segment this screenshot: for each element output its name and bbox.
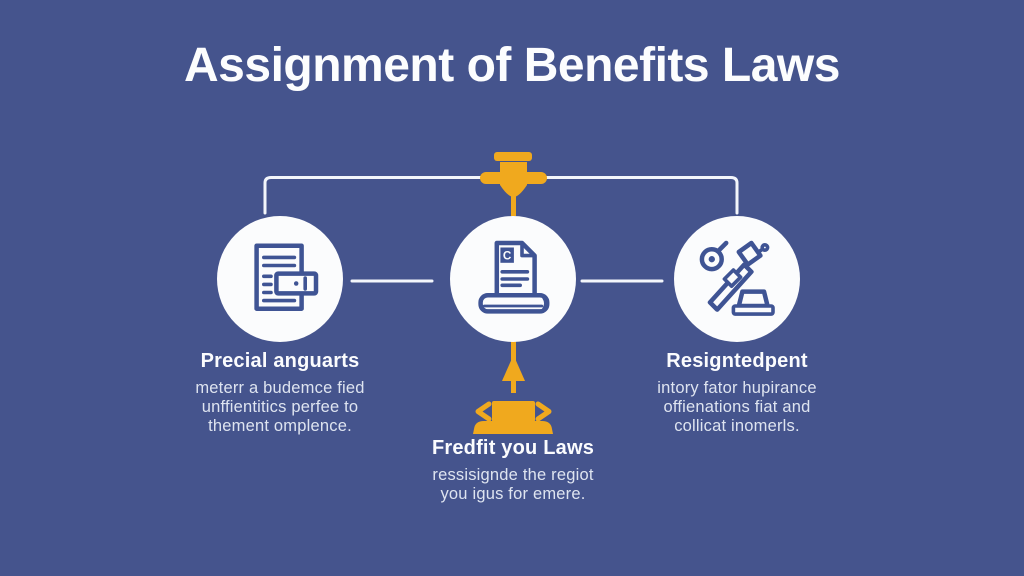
node-heading: Fredfit you Laws: [431, 437, 595, 459]
node-body-line: meterr a budemce fied: [195, 379, 365, 397]
page-title: Assignment of Benefits Laws: [184, 39, 840, 92]
gavel-and-block-icon: [699, 240, 775, 316]
insurance-document-wallet-icon: [254, 243, 319, 311]
node-body-line: ressisignde the regiot: [432, 466, 594, 484]
contract-on-law-book-icon: C: [478, 240, 550, 314]
node-body-line: unffientitics perfee to: [201, 398, 359, 416]
node-body-line: intory fator hupirance: [657, 379, 817, 397]
node-circle-contract: C: [450, 216, 576, 342]
node-body-line: thement omplence.: [208, 417, 352, 435]
node-body-line: collicat inomerls.: [674, 417, 800, 435]
node-text-center: Fredfit you Laws ressisignde the regiot …: [383, 437, 643, 504]
node-circle-documents: [217, 216, 343, 342]
node-text-right: Resigntedpent intory fator hupirance off…: [607, 350, 867, 436]
gavel-top-accent-icon: [480, 152, 547, 216]
node-heading: Precial anguarts: [200, 350, 360, 372]
gavel-bottom-accent-icon: [473, 341, 553, 434]
up-arrow-icon: [502, 355, 525, 381]
contract-letter: C: [503, 250, 512, 263]
node-body-line: offienations fiat and: [663, 398, 811, 416]
node-text-left: Precial anguarts meterr a budemce fied u…: [150, 350, 410, 436]
node-heading: Resigntedpent: [666, 350, 808, 372]
node-body-line: you igus for emere.: [440, 485, 586, 503]
node-circle-gavel: [674, 216, 800, 342]
